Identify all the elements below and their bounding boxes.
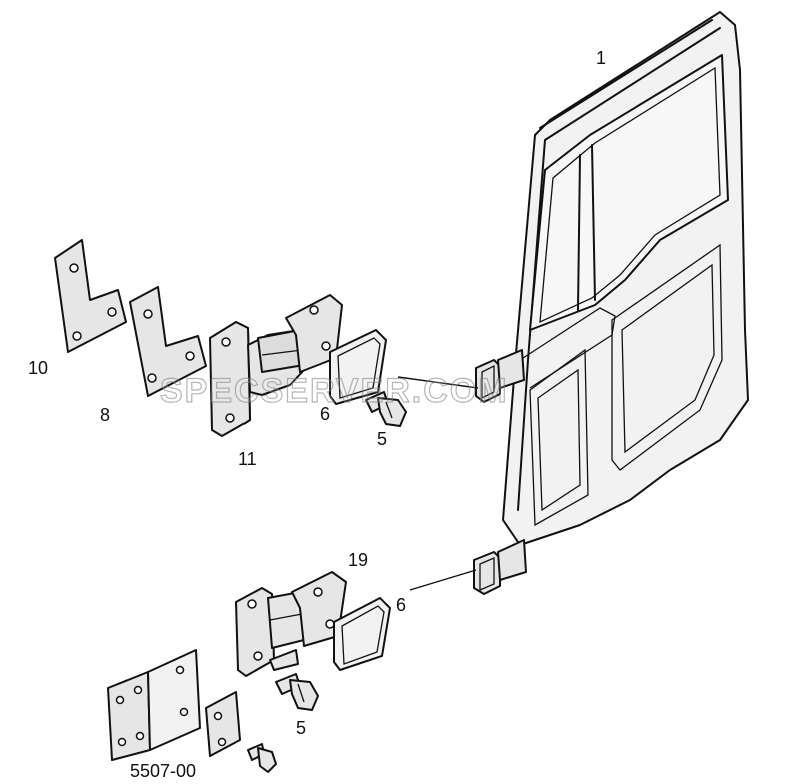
callout-bolt-5-lower: 5 — [296, 718, 307, 738]
hinge-11 — [209, 294, 343, 437]
callout-plate-8: 8 — [100, 405, 111, 425]
hinge-19 — [235, 571, 347, 677]
flat-plate — [205, 691, 241, 757]
callout-door: 1 — [596, 48, 607, 68]
corner-bracket — [107, 649, 201, 761]
door-lower-hinge — [473, 539, 527, 595]
l-plate-10 — [54, 239, 127, 353]
callout-gasket-6-upper: 6 — [320, 404, 331, 424]
callout-plate-10: 10 — [28, 358, 49, 378]
gasket-6-lower — [333, 597, 391, 671]
l-plate-8 — [129, 286, 207, 397]
watermark-text: SPECSERVER.COM — [159, 371, 509, 410]
cab-door — [502, 11, 749, 546]
leader-lower — [409, 569, 477, 591]
bolt-5-upper — [365, 391, 407, 427]
callout-hinge-19: 19 — [348, 550, 369, 570]
bolt-5-lower — [275, 673, 319, 711]
callout-hinge-11: 11 — [238, 449, 257, 469]
gasket-6-upper — [329, 329, 387, 405]
door-upper-hinge — [475, 349, 525, 403]
callout-bolt-5-upper: 5 — [377, 429, 388, 449]
leader-upper — [397, 376, 479, 389]
callout-gasket-6-lower: 6 — [396, 595, 407, 615]
small-bolt — [247, 743, 277, 773]
drawing-code: 5507-00 — [130, 761, 197, 781]
